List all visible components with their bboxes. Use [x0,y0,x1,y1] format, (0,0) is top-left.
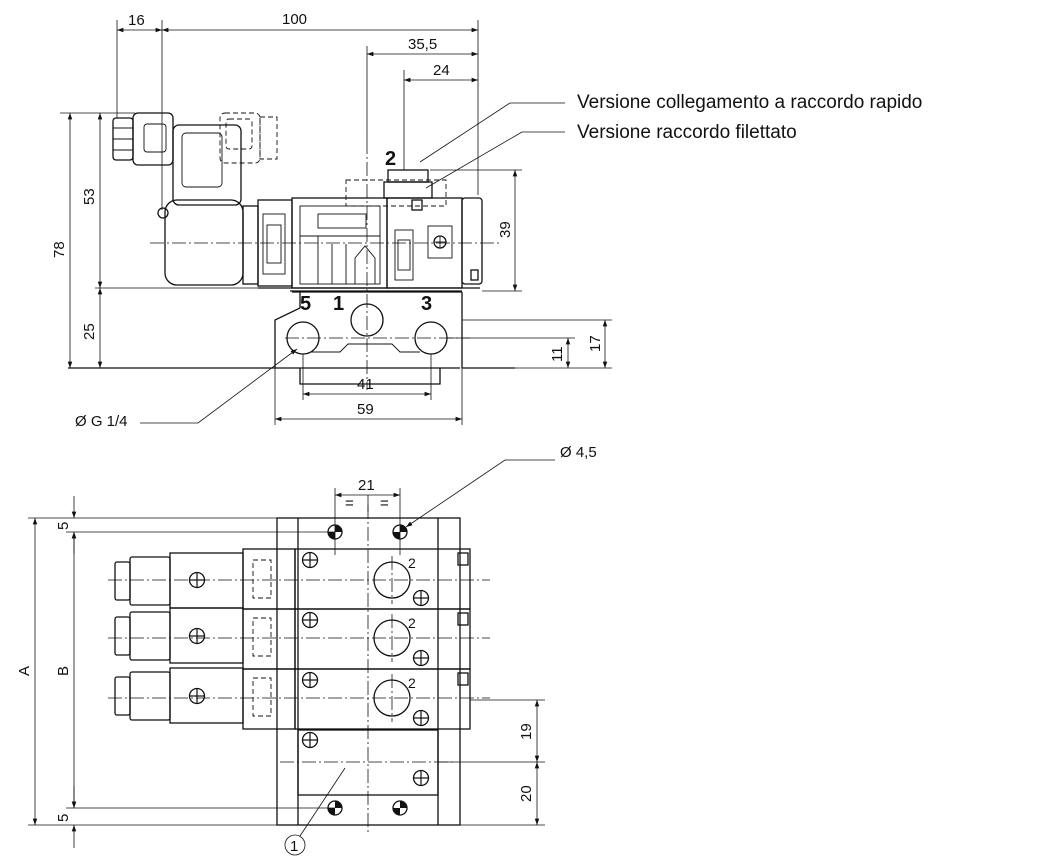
dim-5-bottom-text: 5 [55,814,72,822]
valve-2-port-label: 2 [408,615,416,631]
dim-20-text: 20 [518,785,535,802]
port-label-1: 1 [333,293,344,315]
dim-78-text: 78 [51,241,68,258]
port-2-fitting [345,169,447,211]
connector-alt-position [219,112,278,164]
port-thread-label: Ø G 1/4 [75,413,128,430]
leader-item-1 [299,767,346,837]
dim-39-text: 39 [497,221,514,238]
dim-19-text: 19 [518,723,535,740]
valve-body [257,197,483,292]
dim-5-top-text: 5 [55,522,72,530]
leader-threaded [425,131,565,189]
port-label-2: 2 [385,148,396,170]
dim-41-text: 41 [357,376,374,393]
dim-53-text: 53 [81,188,98,205]
solenoid-connector [112,112,242,206]
dim-eq-right: = [380,495,389,512]
valve-row-2 [108,607,490,670]
dim-b-text: B [55,666,72,676]
valve-row-3 [108,667,490,730]
dim-59-text: 59 [357,401,374,418]
valve-3-port-label: 2 [408,675,416,691]
port-label-3: 3 [421,293,432,315]
dim-24-text: 24 [433,62,450,79]
valve-row-1 [108,548,490,610]
dim-17-text: 17 [587,335,604,352]
dim-vertical-left [60,112,258,368]
item-1-label: 1 [290,838,298,855]
top-view: 2 2 2 21 = = Ø 4,5 5 B A [16,444,597,856]
mount-hole-label: Ø 4,5 [560,444,597,461]
dim-25-text: 25 [81,323,98,340]
dim-a-text: A [16,666,33,676]
dim-11-text: 11 [549,346,566,362]
side-view: 2 5 1 3 16 100 35,5 24 53 78 [51,11,922,430]
dim-16-100 [116,20,479,210]
dim-21-text: 21 [358,477,375,494]
manifold-plate [276,505,461,835]
item-1-balloon [284,834,306,856]
mount-bolt-bottom-right [392,800,408,816]
coil-body [164,199,244,286]
quick-connector-label: Versione collegamento a raccordo rapido [577,92,922,113]
end-screw-lower [412,769,430,787]
end-screw-upper [301,731,319,749]
dim-100-text: 100 [282,11,307,28]
leader-quick-connector [419,102,565,163]
dim-eq-left: = [345,495,354,512]
port-label-5: 5 [300,293,311,315]
leader-g14 [140,348,298,424]
coil-flange [242,205,259,285]
coil-pin [157,207,169,219]
dim-35-5-text: 35,5 [408,36,437,53]
leader-mount-hole [405,459,555,528]
threaded-fitting-label: Versione raccordo filettato [577,122,797,143]
dim-16-text: 16 [128,12,145,29]
valve-1-port-label: 2 [408,555,416,571]
